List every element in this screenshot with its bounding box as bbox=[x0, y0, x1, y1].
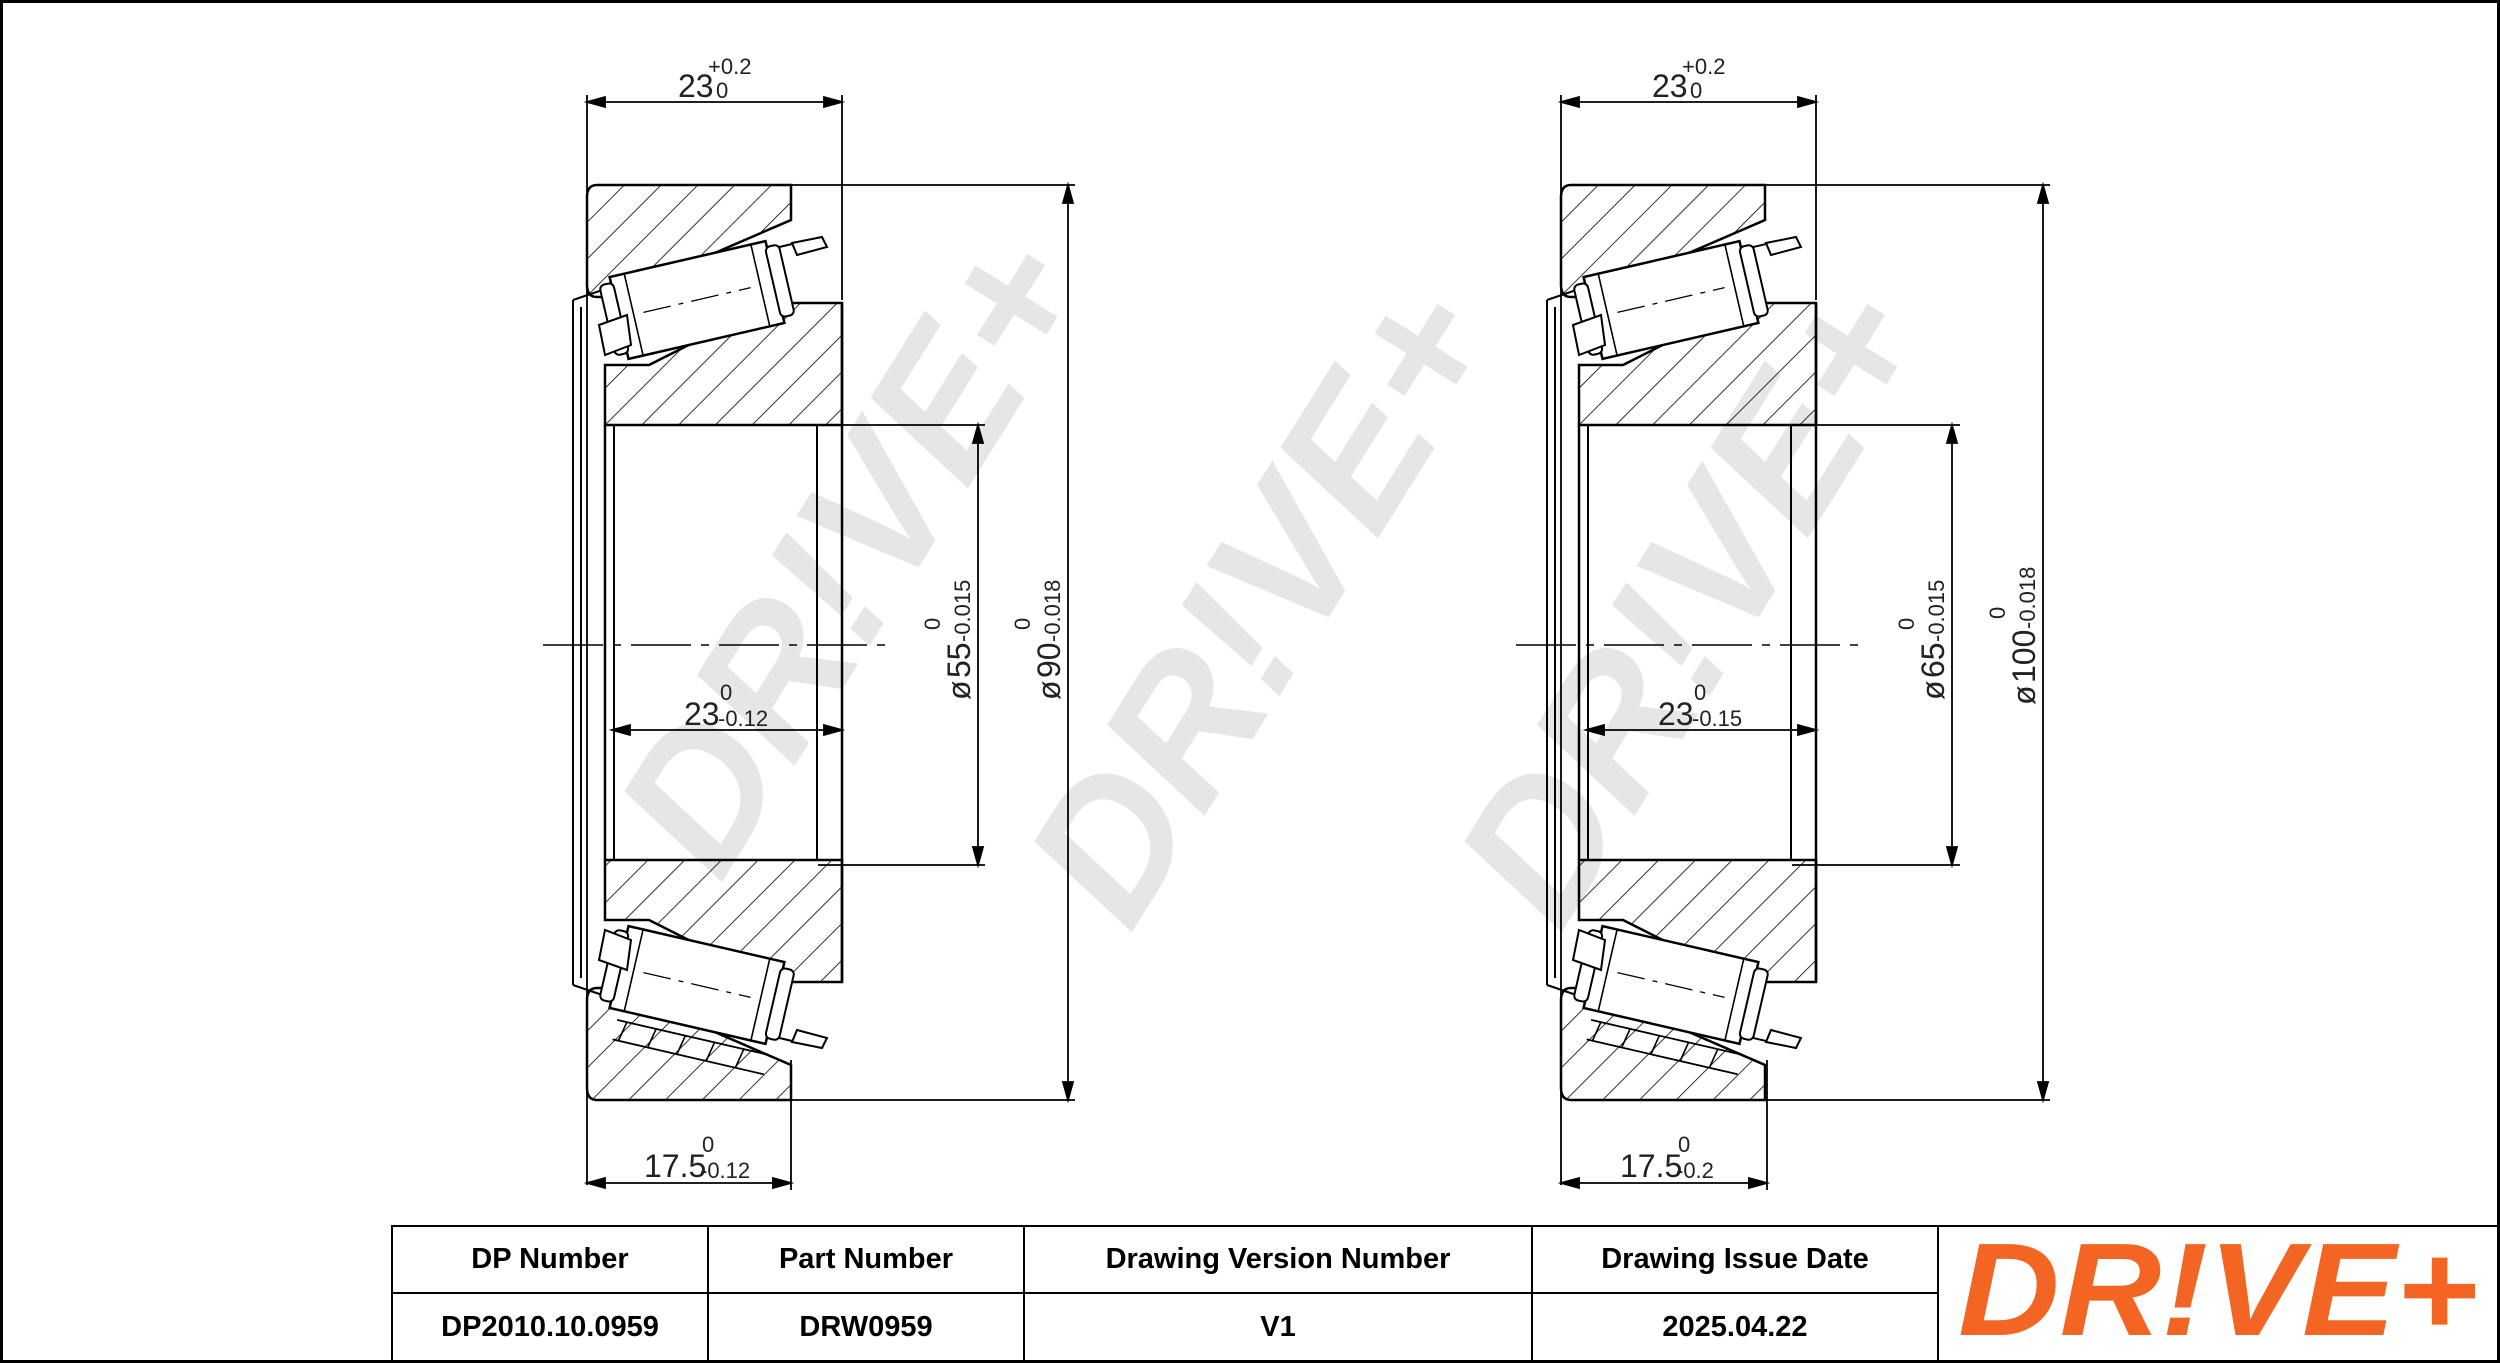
dim-inner-width-lower: -0.15 bbox=[1692, 706, 1742, 731]
dim-outer-upper: 0 bbox=[1010, 618, 1035, 630]
dim-outer-base: 100 bbox=[2006, 630, 2042, 683]
dim-width-bottom-lower: -0.12 bbox=[700, 1158, 750, 1183]
drive-plus-logo: DR!VE+ bbox=[1958, 1216, 2478, 1363]
header-part-number: Part Number bbox=[707, 1225, 1025, 1294]
value-dp-number: DP2010.10.0959 bbox=[391, 1292, 709, 1362]
dim-outer-prefix: ø bbox=[2006, 685, 2042, 705]
dim-bore-base: 65 bbox=[1915, 642, 1951, 678]
logo-text: DR!VE+ bbox=[1958, 1227, 2478, 1352]
dim-bore-prefix: ø bbox=[941, 680, 977, 700]
dim-width-top-lower: 0 bbox=[716, 78, 728, 103]
dim-inner-width-base: 23 bbox=[1658, 696, 1694, 732]
dim-bore-upper: 0 bbox=[1894, 618, 1919, 630]
dim-width-bottom-upper: 0 bbox=[1678, 1132, 1690, 1157]
header-dp-number: DP Number bbox=[391, 1225, 709, 1294]
dimensions-right bbox=[1516, 95, 2050, 1190]
dim-inner-width-lower: -0.12 bbox=[718, 706, 768, 731]
dimensions-left bbox=[543, 95, 1075, 1190]
dim-outer-upper: 0 bbox=[1985, 607, 2010, 619]
dim-outer-lower: -0.018 bbox=[2015, 567, 2040, 629]
value-issue-date: 2025.04.22 bbox=[1531, 1292, 1939, 1362]
dim-outer-base: 90 bbox=[1031, 642, 1067, 678]
dim-bore-upper: 0 bbox=[920, 618, 945, 630]
dim-width-bottom-base: 17.5 bbox=[644, 1148, 706, 1184]
dim-inner-width-upper: 0 bbox=[720, 680, 732, 705]
dimension-texts-right: 23 +0.2 0 23 0 -0.15 17.5 0 -0.2 ø 65 0 … bbox=[1620, 54, 2042, 1184]
dim-bore-base: 55 bbox=[941, 642, 977, 678]
dim-bore-prefix: ø bbox=[1915, 680, 1951, 700]
dim-inner-width-base: 23 bbox=[684, 696, 720, 732]
dim-inner-width-upper: 0 bbox=[1694, 680, 1706, 705]
dim-width-top-upper: +0.2 bbox=[708, 54, 751, 79]
dim-bore-lower: -0.015 bbox=[950, 580, 975, 642]
dim-width-bottom-upper: 0 bbox=[702, 1132, 714, 1157]
header-issue-date: Drawing Issue Date bbox=[1531, 1225, 1939, 1294]
dim-width-top-upper: +0.2 bbox=[1682, 54, 1725, 79]
dim-width-bottom-lower: -0.2 bbox=[1676, 1158, 1714, 1183]
dim-outer-prefix: ø bbox=[1031, 680, 1067, 700]
dim-width-top-base: 23 bbox=[678, 68, 714, 104]
header-drawing-version: Drawing Version Number bbox=[1023, 1225, 1533, 1294]
value-part-number: DRW0959 bbox=[707, 1292, 1025, 1362]
value-drawing-version: V1 bbox=[1023, 1292, 1533, 1362]
dim-bore-lower: -0.015 bbox=[1924, 580, 1949, 642]
title-block: DP Number Part Number Drawing Version Nu… bbox=[391, 1216, 2499, 1363]
dim-width-top-lower: 0 bbox=[1690, 78, 1702, 103]
logo-cell: DR!VE+ bbox=[1937, 1216, 2499, 1363]
dimension-texts-left: 23 +0.2 0 23 0 -0.12 17.5 0 -0.12 ø 55 0… bbox=[644, 54, 1067, 1184]
dim-width-bottom-base: 17.5 bbox=[1620, 1148, 1682, 1184]
dim-outer-lower: -0.018 bbox=[1040, 580, 1065, 642]
dim-width-top-base: 23 bbox=[1652, 68, 1688, 104]
